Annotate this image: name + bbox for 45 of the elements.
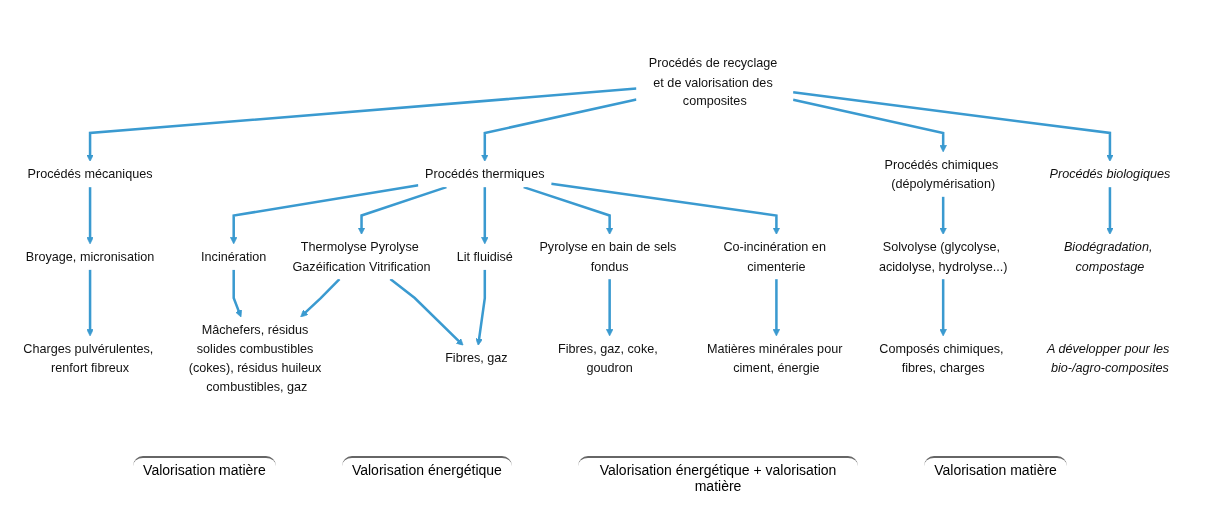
node-text: Charges pulvérulentes, renfort fibreux — [23, 341, 154, 375]
flowchart: Procédés de recyclage et de valorisation des composites Procédés mécaniques Procédés thermiques Procédés chimiques (dépolymérisation) Procédés biologiques Broyage, micronisation Incinération Thermolyse Pyrolyse Gazéification Vitrification Lit fluidisé Pyrolyse en bain de sels fondus Co-incinération en cimenterie Solvolyse (glycolyse, acidolyse, hydrolyse...) Biodégradation, compostage Charges pulvérulentes, renfort fibreux Mâchefers, résidus solides combustibles (cokes), résidus huileux combustibles, gaz Fibres, gaz Fibres, gaz, coke, goudron Matières minérales pour ciment, énergie Composés chimiques, fibres, charges A développer pour les bio-/agro-composites — [5, 0, 1195, 450]
arrow — [481, 187, 489, 245]
node-text: Procédés biologiques — [1049, 166, 1171, 181]
arrow — [300, 278, 341, 318]
group-caption: Valorisation matière — [924, 456, 1067, 494]
arrow — [481, 98, 637, 162]
group-caption: Valorisation énergétique — [341, 456, 512, 494]
node-text: Mâchefers, résidus solides combustibles (cokes), résidus huileux combustibles, gaz — [188, 322, 322, 394]
arrow — [792, 91, 1114, 162]
node-text: Co-incinération en cimenterie — [723, 239, 826, 273]
node-text: Fibres, gaz, coke, goudron — [558, 341, 658, 375]
group-caption: Valorisation énergétique + valorisation matière — [578, 456, 859, 494]
node-text: Composés chimiques, fibres, charges — [879, 341, 1004, 375]
node-text: Lit fluidisé — [456, 249, 513, 264]
arrow — [792, 98, 947, 153]
node-text: Thermolyse Pyrolyse Gazéification Vitrification — [292, 239, 431, 273]
arrow — [232, 269, 243, 318]
arrow — [772, 279, 781, 337]
node-text: Solvolyse (glycolyse, acidolyse, hydrolyse...) — [878, 239, 1008, 273]
node-text: Pyrolyse en bain de sels fondus — [539, 239, 677, 273]
group-caption: Valorisation matière — [133, 456, 276, 494]
arrow — [1106, 187, 1114, 235]
node-text: Procédés thermiques — [425, 166, 545, 181]
arrow — [86, 187, 94, 245]
arrow — [86, 269, 94, 337]
arrow — [551, 182, 781, 235]
arrow — [389, 278, 464, 346]
node-text: Procédés mécaniques — [27, 166, 153, 181]
arrow — [939, 279, 947, 337]
node-text: Fibres, gaz — [445, 350, 508, 365]
node-text: Broyage, micronisation — [25, 249, 155, 264]
arrow — [86, 87, 637, 162]
node-text: A développer pour les bio-/agro-composites — [1046, 341, 1170, 375]
node-text: Matières minérales pour ciment, énergie — [706, 341, 843, 375]
arrow — [605, 279, 614, 337]
arrow — [939, 196, 947, 235]
node-text: Procédés de recyclage et de valorisation des composites — [648, 55, 778, 108]
arrow — [357, 185, 447, 235]
arrow — [230, 183, 419, 245]
node-text: Procédés chimiques (dépolymérisation) — [884, 156, 999, 191]
node-text: Incinération — [201, 249, 267, 264]
arrow — [523, 185, 614, 235]
node-text: Biodégradation, compostage — [1063, 239, 1153, 273]
arrow — [475, 269, 487, 346]
